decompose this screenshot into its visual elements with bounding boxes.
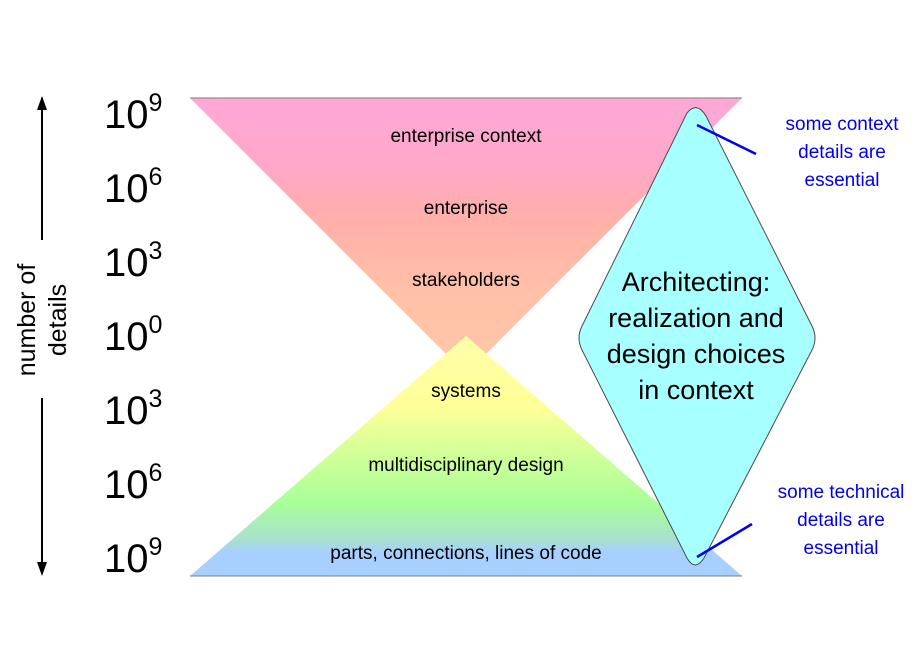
callout-line-bottom xyxy=(696,522,753,559)
layer-label-stakeholders: stakeholders xyxy=(412,270,520,291)
magnitude-labels: 109 106 103 100 103 106 109 xyxy=(104,89,162,581)
lower-triangle xyxy=(190,336,742,576)
layer-label-parts: parts, connections, lines of code xyxy=(330,543,601,564)
note-context-line1: some context xyxy=(786,114,900,135)
note-context-line3: essential xyxy=(805,170,880,191)
note-context-line2: details are xyxy=(798,142,886,163)
magnitude-label: 106 xyxy=(104,163,162,211)
magnitude-label: 103 xyxy=(104,385,162,433)
callout-line-top xyxy=(696,123,757,156)
note-technical-line2: details are xyxy=(797,510,885,531)
architecting-diamond xyxy=(578,107,816,566)
axis-label-line2: details xyxy=(44,284,72,356)
axis-arrowhead-up xyxy=(37,96,47,110)
magnitude-label-center: 100 xyxy=(104,311,162,359)
architecting-text-line3: design choices xyxy=(607,339,786,369)
magnitude-label-bottom: 109 xyxy=(104,533,162,581)
layer-label-multidisciplinary-design: multidisciplinary design xyxy=(368,455,563,476)
upper-triangle xyxy=(190,98,742,374)
magnitude-label: 103 xyxy=(104,237,162,285)
layer-label-enterprise: enterprise xyxy=(424,198,509,219)
note-technical-line1: some technical xyxy=(778,482,905,503)
layer-label-systems: systems xyxy=(431,381,501,402)
note-technical-line3: essential xyxy=(804,538,879,559)
architecting-text-line2: realization and xyxy=(608,303,784,333)
magnitude-label-top: 109 xyxy=(104,89,162,137)
layer-label-enterprise-context: enterprise context xyxy=(390,126,542,147)
architecting-text-line1: Architecting: xyxy=(622,267,771,297)
axis-label-line1: number of xyxy=(13,264,41,377)
architecting-text-line4: in context xyxy=(638,375,754,405)
magnitude-label: 106 xyxy=(104,459,162,507)
axis-arrowhead-down xyxy=(37,562,47,576)
